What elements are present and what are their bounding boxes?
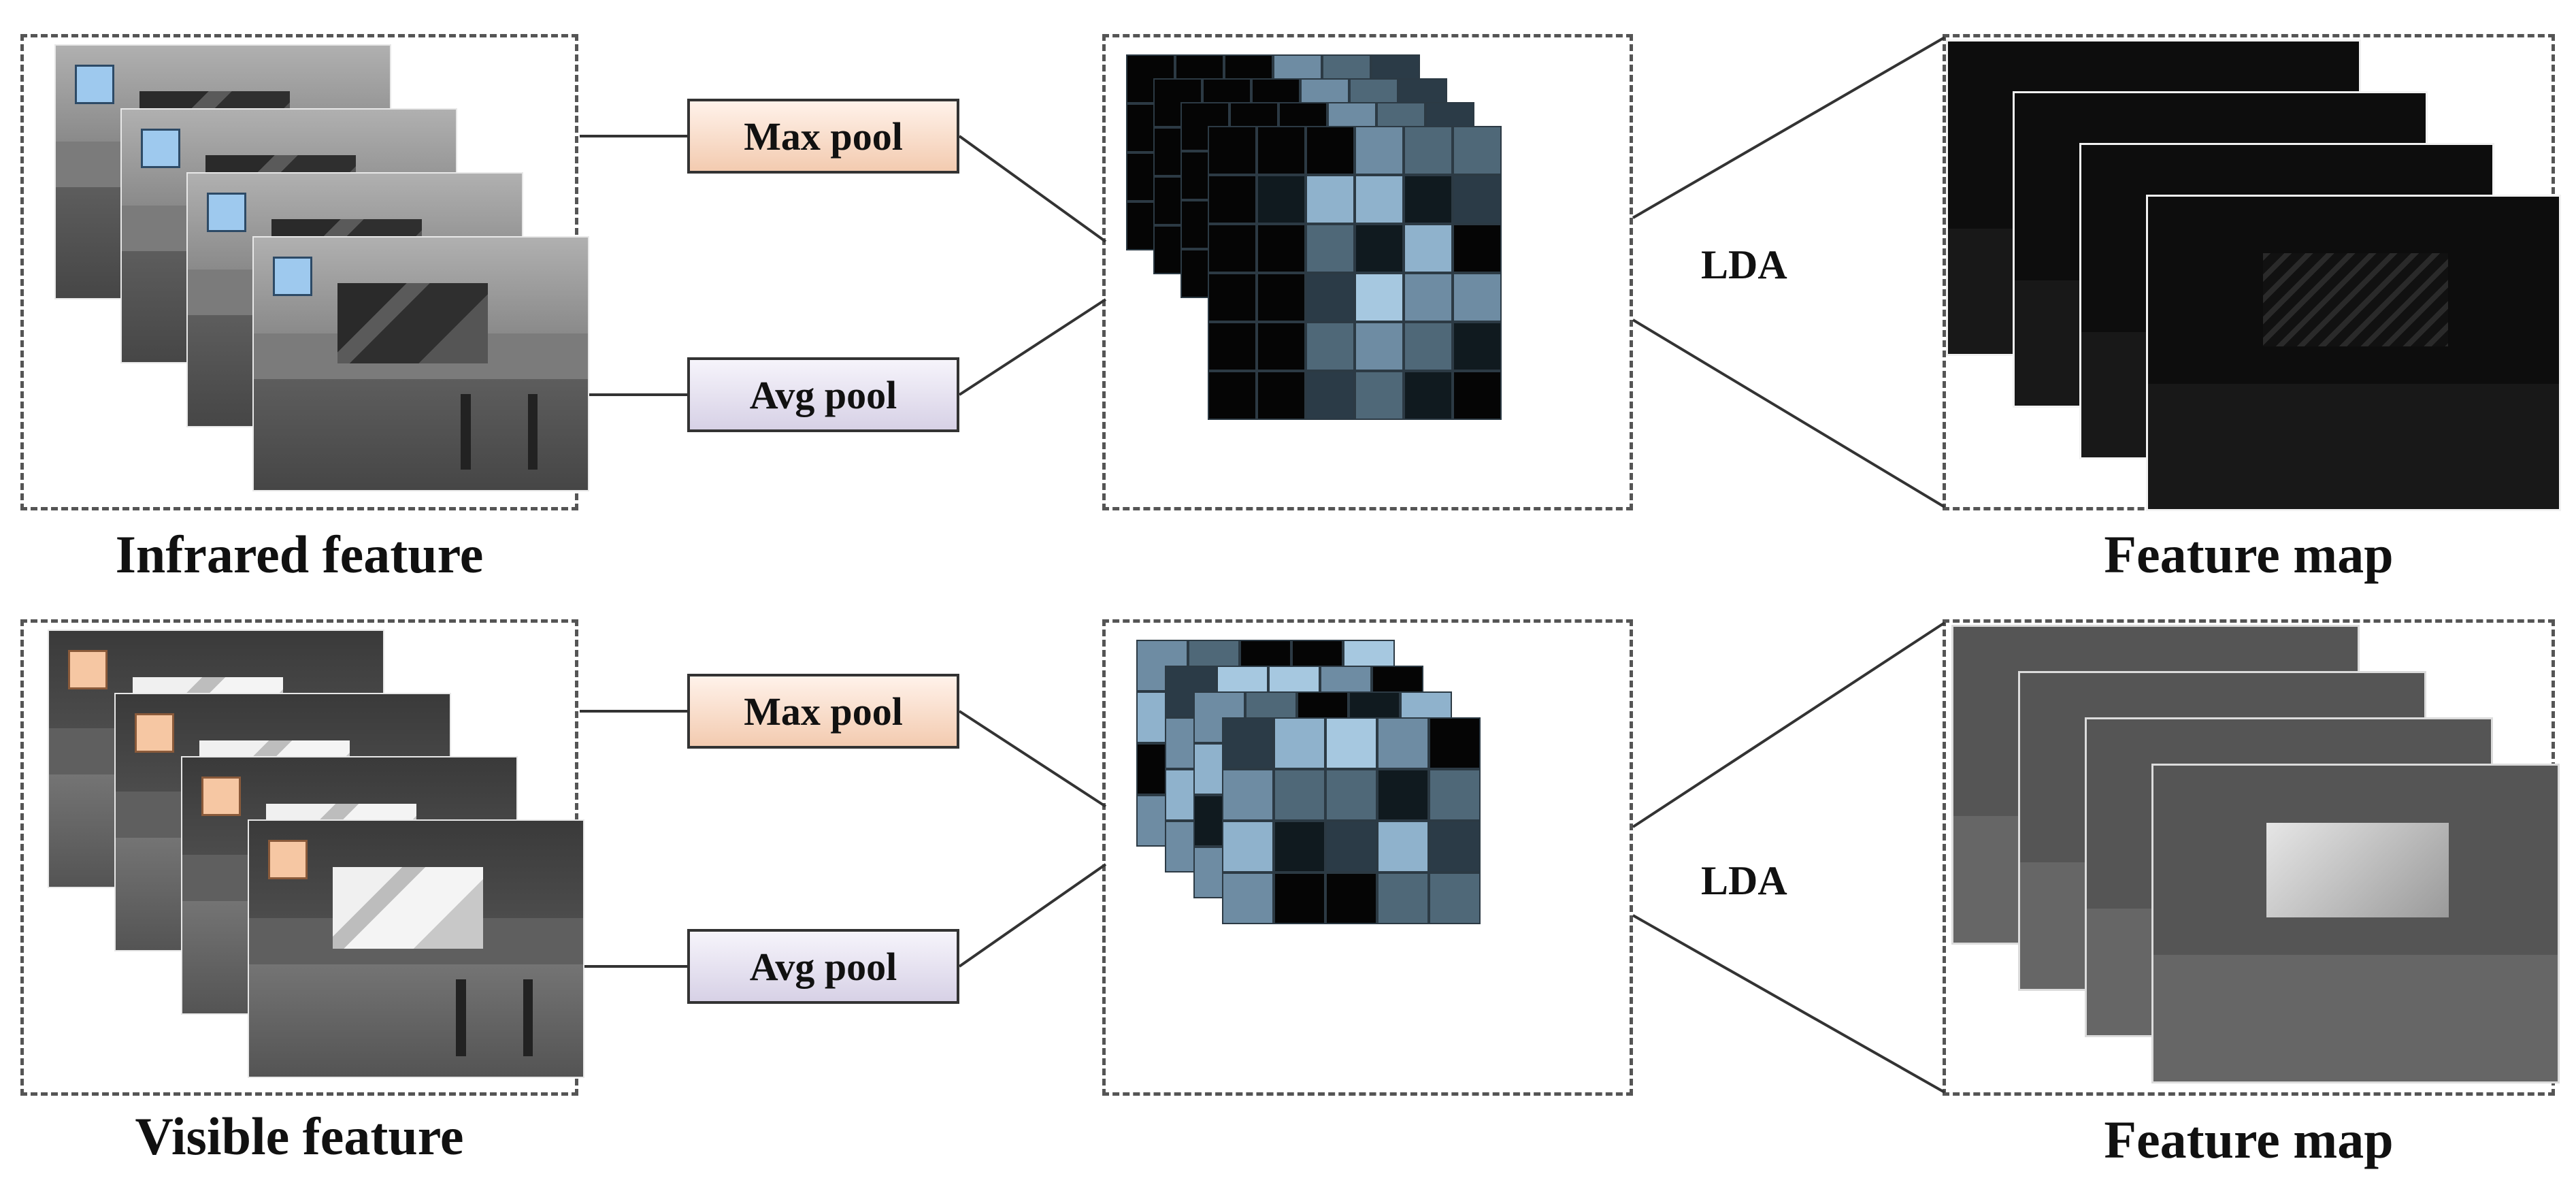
feature-map-layer bbox=[2151, 764, 2560, 1083]
pooled-cell bbox=[1453, 371, 1502, 420]
pooled-cell bbox=[1355, 126, 1404, 175]
connector-top-lda-lower bbox=[1632, 319, 1946, 508]
connector-bottom-lda-upper bbox=[1632, 621, 1946, 828]
pooled-cell bbox=[1355, 322, 1404, 371]
infrared-feature-caption: Infrared feature bbox=[115, 525, 484, 584]
pooled-cell bbox=[1325, 717, 1377, 769]
avg-pool-label-top: Avg pool bbox=[749, 372, 897, 417]
max-pool-box-bottom: Max pool bbox=[687, 674, 959, 749]
infrared-pool-box bbox=[1102, 34, 1633, 510]
pooled-cell bbox=[1306, 126, 1355, 175]
connector-bottom-lda-lower bbox=[1632, 914, 1945, 1094]
pooled-cell bbox=[1355, 371, 1404, 420]
pooled-cell bbox=[1208, 126, 1257, 175]
lda-label-top: LDA bbox=[1701, 242, 1787, 287]
feature-map-caption-bottom: Feature map bbox=[2104, 1110, 2394, 1169]
pooled-cell bbox=[1306, 322, 1355, 371]
pooled-cell bbox=[1377, 717, 1429, 769]
pooled-cell bbox=[1404, 126, 1453, 175]
sliding-window-patch bbox=[75, 65, 114, 104]
pooled-cell bbox=[1222, 717, 1274, 769]
pooled-cell bbox=[1453, 322, 1502, 371]
pooled-cell bbox=[1404, 371, 1453, 420]
pooled-cell bbox=[1453, 273, 1502, 322]
pooled-cell bbox=[1257, 371, 1306, 420]
avg-pool-label-bottom: Avg pool bbox=[749, 944, 897, 989]
pooled-cell bbox=[1453, 224, 1502, 273]
pooled-cell bbox=[1274, 717, 1325, 769]
visible-pool-box bbox=[1102, 619, 1633, 1096]
pooled-cell bbox=[1208, 322, 1257, 371]
pooled-cell bbox=[1306, 371, 1355, 420]
pooled-cell bbox=[1257, 126, 1306, 175]
connector-bottom-avg-cells bbox=[958, 863, 1107, 968]
pooled-cell bbox=[1429, 872, 1481, 924]
pooled-cell bbox=[1208, 273, 1257, 322]
pooled-cell bbox=[1257, 224, 1306, 273]
pooled-cell bbox=[1257, 175, 1306, 224]
visible-feature-caption: Visible feature bbox=[135, 1107, 464, 1166]
pooled-cell bbox=[1222, 821, 1274, 872]
pooled-cell bbox=[1377, 872, 1429, 924]
sliding-window-patch bbox=[273, 257, 312, 296]
pooled-cell bbox=[1222, 872, 1274, 924]
pooled-cell bbox=[1208, 224, 1257, 273]
pooled-cell bbox=[1306, 273, 1355, 322]
pooled-cell bbox=[1429, 821, 1481, 872]
pooled-cell bbox=[1208, 175, 1257, 224]
pooled-cell bbox=[1377, 769, 1429, 821]
pooled-cell bbox=[1429, 717, 1481, 769]
pooled-cell bbox=[1404, 273, 1453, 322]
sliding-window-patch bbox=[135, 713, 174, 753]
pooled-cell bbox=[1355, 273, 1404, 322]
avg-pool-box-top: Avg pool bbox=[687, 357, 959, 432]
avg-pool-box-bottom: Avg pool bbox=[687, 929, 959, 1004]
max-pool-label-top: Max pool bbox=[744, 114, 903, 159]
sliding-window-patch bbox=[201, 777, 241, 816]
pooled-cell bbox=[1208, 371, 1257, 420]
pooled-cell bbox=[1453, 175, 1502, 224]
pooled-cell bbox=[1306, 175, 1355, 224]
pooled-cell bbox=[1306, 224, 1355, 273]
connector-bottom-max-cells bbox=[958, 710, 1107, 808]
pooled-cell bbox=[1355, 175, 1404, 224]
connector-top-avg-cells bbox=[958, 298, 1107, 396]
sliding-window-patch bbox=[268, 840, 308, 879]
pooled-cell bbox=[1222, 769, 1274, 821]
pooled-cell bbox=[1404, 322, 1453, 371]
lda-label-bottom: LDA bbox=[1701, 858, 1787, 903]
pooled-cell bbox=[1325, 872, 1377, 924]
sliding-window-patch bbox=[141, 129, 180, 168]
pooled-cell bbox=[1325, 769, 1377, 821]
pooled-cell bbox=[1274, 769, 1325, 821]
max-pool-box-top: Max pool bbox=[687, 99, 959, 174]
connector-top-max-cells bbox=[958, 135, 1107, 243]
pooled-cell bbox=[1404, 224, 1453, 273]
pooled-cell bbox=[1453, 126, 1502, 175]
feature-map-caption-top: Feature map bbox=[2104, 525, 2394, 584]
pooled-cell bbox=[1274, 821, 1325, 872]
pooled-cell bbox=[1257, 322, 1306, 371]
connector-top-lda-upper bbox=[1632, 36, 1946, 219]
pooled-cell bbox=[1274, 872, 1325, 924]
sliding-window-patch bbox=[207, 193, 246, 232]
pooled-cell bbox=[1377, 821, 1429, 872]
pooled-cell bbox=[1429, 769, 1481, 821]
pooled-cell bbox=[1257, 273, 1306, 322]
pooled-cell bbox=[1404, 175, 1453, 224]
sliding-window-patch bbox=[68, 650, 108, 689]
pooled-cell bbox=[1355, 224, 1404, 273]
pooled-cell bbox=[1325, 821, 1377, 872]
max-pool-label-bottom: Max pool bbox=[744, 689, 903, 734]
ir-frame bbox=[252, 236, 589, 491]
feature-map-layer bbox=[2146, 195, 2561, 511]
